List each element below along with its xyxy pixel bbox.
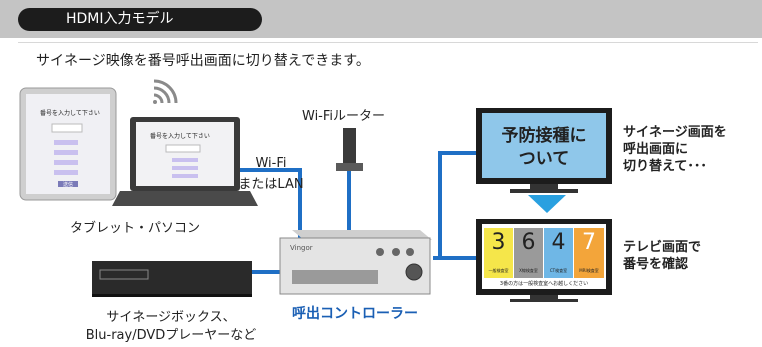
signage-caption-2: 呼出画面に — [623, 142, 689, 157]
tv-label-2: X線検査室 — [519, 268, 538, 273]
vingor-brand: Vingor — [290, 244, 313, 252]
tv-caption-1: テレビ画面で — [623, 240, 702, 255]
laptop-prompt: 番号を入力して下さい — [150, 133, 210, 140]
tv-number-3: 4 — [551, 230, 566, 255]
wifi-icon — [153, 79, 178, 104]
cables — [238, 151, 476, 274]
tablet-submit: 送信 — [63, 182, 74, 188]
controller-icon — [279, 230, 432, 295]
router-label: Wi-Fiルーター — [302, 109, 386, 124]
tablet-pc-label: タブレット・パソコン — [70, 221, 201, 236]
signage-box-icon — [92, 261, 252, 297]
source-label-1: サイネージボックス、 — [106, 310, 236, 325]
header-band: HDMI入力モデル — [0, 0, 762, 38]
connection-label-2: またはLAN — [238, 177, 304, 192]
tv-number-1: 3 — [491, 230, 506, 255]
connection-label-1: Wi-Fi — [255, 156, 287, 171]
controller-label: 呼出コントローラー — [292, 306, 418, 322]
tablet-icon — [19, 87, 117, 201]
tv-label-1: 一般検査室 — [488, 268, 509, 273]
divider — [18, 42, 758, 43]
signage-caption-1: サイネージ画面を — [623, 125, 727, 140]
cable-controller-screens — [433, 151, 476, 260]
tv-caption-2: 番号を確認 — [623, 257, 689, 272]
tv-label-4: MRI検査室 — [579, 268, 599, 273]
model-title: HDMI入力モデル — [18, 8, 262, 31]
tv-footer: 3番の方は一般検査室へお越しください — [499, 281, 589, 287]
tablet-prompt: 番号を入力して下さい — [40, 110, 100, 117]
description: サイネージ映像を番号呼出画面に切り替えできます。 — [36, 53, 370, 69]
source-label-2: Blu-ray/DVDプレーヤーなど — [85, 328, 257, 343]
tv-number-4: 7 — [582, 230, 596, 255]
signage-caption-3: 切り替えて･･･ — [623, 159, 707, 174]
signage-text-2: ついて — [518, 149, 570, 169]
laptop-icon — [112, 117, 258, 206]
tv-screen-icon — [476, 219, 612, 302]
router-icon — [336, 128, 363, 171]
signage-text-1: 予防接種に — [501, 126, 587, 146]
tv-label-3: CT検査室 — [549, 268, 568, 273]
tv-number-2: 6 — [521, 230, 536, 255]
down-arrow-icon — [528, 195, 566, 213]
signage-screen-icon — [476, 108, 612, 193]
